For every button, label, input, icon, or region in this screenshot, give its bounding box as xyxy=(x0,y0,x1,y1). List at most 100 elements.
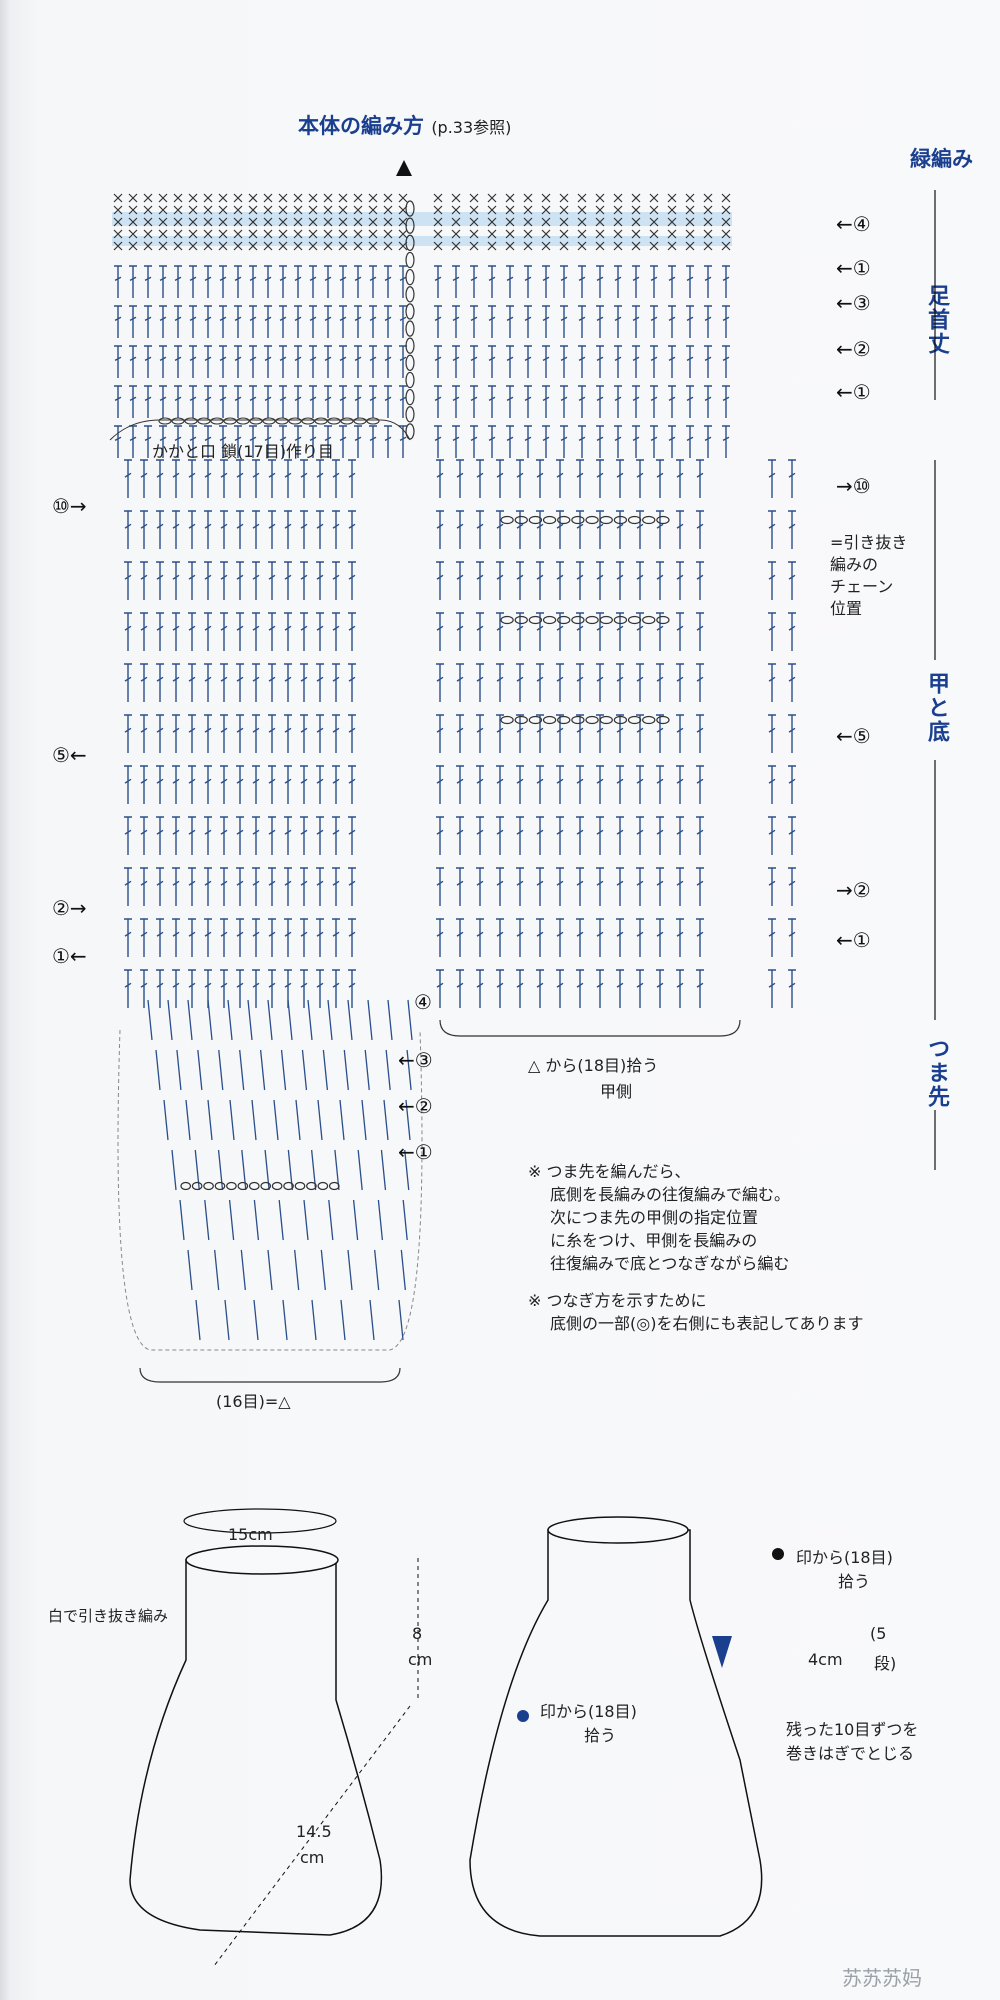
dc-stitch xyxy=(159,265,167,298)
dc-stitch xyxy=(496,918,504,957)
pick-top-label: 拾う xyxy=(838,1572,871,1591)
sc-stitch xyxy=(613,205,623,215)
dc-stitch xyxy=(768,816,776,855)
dc-stitch xyxy=(220,510,228,549)
dc-stitch xyxy=(114,305,122,338)
sc-stitch xyxy=(248,193,258,203)
sock-height: 8 xyxy=(412,1624,423,1643)
dc-stitch xyxy=(788,867,796,906)
chain-stitch xyxy=(557,615,571,625)
chain-stitch xyxy=(405,234,415,252)
chain-stitch xyxy=(627,615,642,625)
sc-stitch xyxy=(649,241,659,251)
toe-rows: 段) xyxy=(874,1654,897,1673)
dc-stitch xyxy=(696,765,704,804)
dc-stitch xyxy=(268,459,276,498)
dc-stitch xyxy=(436,561,444,600)
dc-stitch xyxy=(252,663,260,702)
dc-stitch xyxy=(496,816,504,855)
dc-stitch xyxy=(204,425,212,458)
dc-stitch xyxy=(596,867,604,906)
dc-stitch xyxy=(300,663,308,702)
dc-stitch xyxy=(596,265,604,298)
sc-stitch xyxy=(433,241,443,251)
dc-stitch xyxy=(219,345,227,378)
dc-stitch xyxy=(284,816,292,855)
dc-stitch xyxy=(249,425,257,458)
toe-stitch xyxy=(369,1299,375,1341)
brace xyxy=(139,1367,401,1383)
dc-stitch xyxy=(506,305,514,338)
row-marker: ←③ xyxy=(836,291,871,315)
row-marker: →② xyxy=(836,878,871,902)
chain-stitch xyxy=(528,515,543,525)
dc-stitch xyxy=(264,265,272,298)
chain-stitch xyxy=(294,1181,306,1191)
dc-stitch xyxy=(596,561,604,600)
dc-stitch xyxy=(768,612,776,651)
dc-stitch xyxy=(279,305,287,338)
sc-stitch xyxy=(278,193,288,203)
toe-stitch xyxy=(294,1249,300,1291)
chain-stitch xyxy=(405,388,415,406)
dc-stitch xyxy=(204,714,212,753)
dc-stitch xyxy=(576,918,584,957)
dc-stitch xyxy=(332,561,340,600)
dc-stitch xyxy=(399,265,407,298)
dc-stitch xyxy=(124,663,132,702)
dc-stitch xyxy=(354,305,362,338)
sc-stitch xyxy=(143,193,153,203)
toe-stitch xyxy=(253,1199,260,1241)
dc-stitch xyxy=(768,918,776,957)
dc-stitch xyxy=(316,969,324,1008)
dc-stitch xyxy=(476,816,484,855)
toe-stitch xyxy=(320,1249,326,1291)
sc-stitch xyxy=(383,193,393,203)
dc-stitch xyxy=(536,561,544,600)
dc-stitch xyxy=(476,510,484,549)
dc-stitch xyxy=(188,459,196,498)
dc-stitch xyxy=(172,765,180,804)
chain-stitch xyxy=(542,715,557,725)
dc-stitch xyxy=(252,459,260,498)
chain-stitch xyxy=(642,615,656,625)
dc-stitch xyxy=(188,969,196,1008)
chain-stitch xyxy=(340,417,354,425)
chain-stitch xyxy=(500,715,514,725)
dc-stitch xyxy=(636,765,644,804)
dc-stitch xyxy=(614,425,622,458)
dc-stitch xyxy=(220,663,228,702)
dc-stitch xyxy=(300,561,308,600)
dc-stitch xyxy=(696,969,704,1008)
heel-chain xyxy=(109,419,411,441)
right-sock xyxy=(469,1529,763,1937)
sc-stitch xyxy=(685,205,695,215)
sc-stitch xyxy=(263,229,273,239)
sc-stitch xyxy=(649,217,659,227)
dc-stitch xyxy=(124,969,132,1008)
dc-stitch xyxy=(300,969,308,1008)
left-sock xyxy=(129,1559,383,1936)
dc-stitch xyxy=(252,510,260,549)
dc-stitch xyxy=(156,969,164,1008)
dc-stitch xyxy=(668,305,676,338)
sc-stitch xyxy=(248,217,258,227)
sock-dim-arc xyxy=(183,1508,337,1534)
sc-stitch xyxy=(523,217,533,227)
dc-stitch xyxy=(339,265,347,298)
sc-stitch xyxy=(323,229,333,239)
dc-stitch xyxy=(434,345,442,378)
sc-stitch xyxy=(541,193,551,203)
legend-line: 位置 xyxy=(830,599,863,618)
legend: =引き抜き 編みの チェーン 位置 xyxy=(830,532,940,620)
dc-stitch xyxy=(696,867,704,906)
sc-stitch xyxy=(721,229,731,239)
dc-stitch xyxy=(156,714,164,753)
sc-stitch xyxy=(595,205,605,215)
dc-stitch xyxy=(189,385,197,418)
toe-rows: (5 xyxy=(870,1624,887,1643)
dc-stitch xyxy=(348,765,356,804)
toe-stitch xyxy=(259,1049,266,1091)
close-label: 巻きはぎでとじる xyxy=(786,1744,915,1763)
sc-stitch xyxy=(631,217,641,227)
